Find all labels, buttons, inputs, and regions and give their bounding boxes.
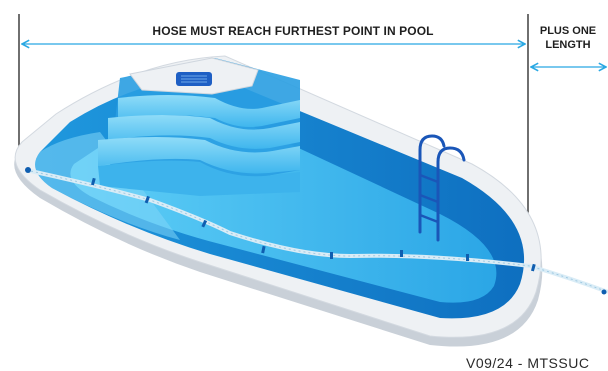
extra-length-label: PLUS ONE LENGTH [528, 24, 608, 52]
skimmer-lid [176, 72, 212, 86]
reference-code: V09/24 - MTSSUC [466, 355, 589, 371]
pool-span-label: HOSE MUST REACH FURTHEST POINT IN POOL [100, 24, 486, 38]
extra-length-line2: LENGTH [528, 38, 608, 52]
extra-length-line1: PLUS ONE [528, 24, 608, 38]
pool-illustration [14, 56, 608, 347]
